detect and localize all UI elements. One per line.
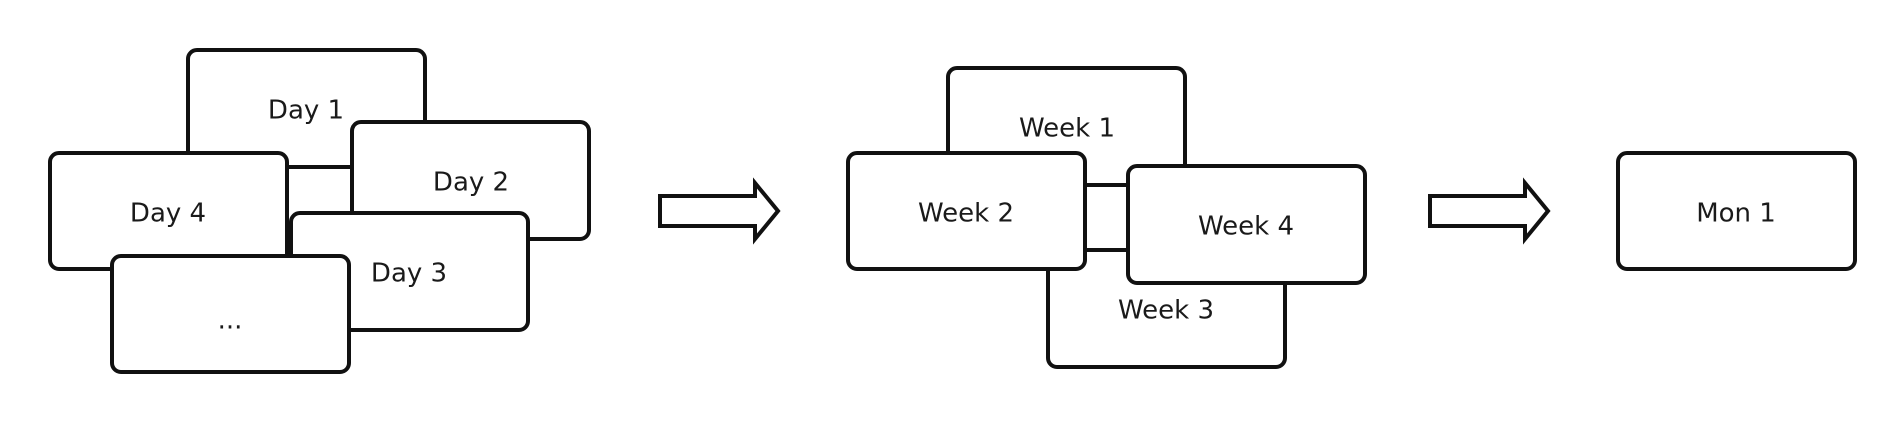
day-2-card: Day 2	[350, 120, 591, 241]
week-2-card: Week 2	[846, 151, 1087, 271]
day-1-label: Day 1	[268, 96, 344, 126]
arrow-days-to-weeks-icon	[658, 177, 781, 245]
day-3-label: Day 3	[371, 259, 447, 289]
week-3-label: Week 3	[1118, 296, 1214, 326]
day-2-label: Day 2	[433, 168, 509, 198]
week-4-card: Week 4	[1126, 164, 1367, 285]
week-2-label: Week 2	[918, 199, 1014, 229]
week-1-label: Week 1	[1019, 114, 1115, 144]
month-1-card: Mon 1	[1616, 151, 1857, 271]
day-4-label: Day 4	[130, 199, 206, 229]
day-more-card: ...	[110, 254, 351, 374]
day-4-card: Day 4	[48, 151, 289, 271]
day-more-label: ...	[218, 306, 243, 336]
week-4-label: Week 4	[1198, 212, 1294, 242]
arrow-weeks-to-month-icon	[1428, 177, 1551, 245]
month-1-label: Mon 1	[1696, 199, 1776, 229]
